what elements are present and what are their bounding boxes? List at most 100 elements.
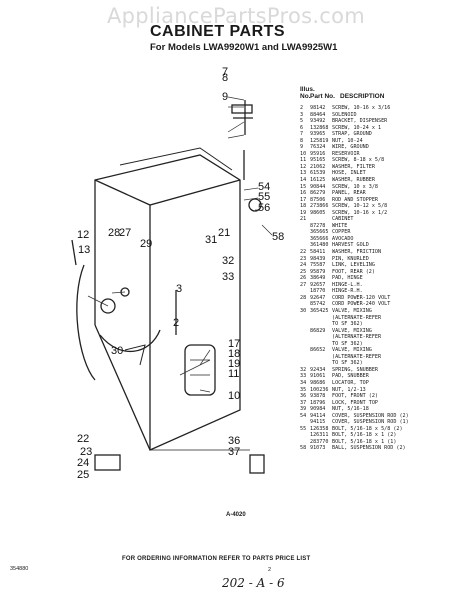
illus-no: 36 (300, 393, 307, 400)
part-description: COVER, SUSPENSION ROD (1) (332, 419, 409, 426)
table-row: TO SF 362) (300, 321, 465, 328)
part-no: 95916 (310, 150, 326, 157)
callout-label: 3 (176, 283, 182, 295)
callout-label: 37 (228, 446, 240, 458)
part-no: 98686 (310, 379, 326, 386)
part-no: 365666 (310, 235, 329, 242)
illus-no: 26 (300, 275, 307, 282)
part-description: FOOT, REAR (2) (332, 268, 375, 275)
header-illus: Illus. (300, 86, 315, 93)
document-number: A-4020 (226, 512, 246, 518)
callout-label: 30 (111, 345, 123, 357)
page-number: 2 (268, 567, 272, 573)
part-description: WASHER, FRICTION (332, 249, 382, 256)
illus-no: 33 (300, 373, 307, 380)
part-description: HINGE-R.H. (332, 288, 363, 295)
suspension-ball-shape (248, 198, 262, 212)
part-no: 125819 (310, 137, 329, 144)
part-no: 126358 (310, 425, 329, 432)
part-no: 90984 (310, 406, 326, 413)
part-description: (ALTERNATE-REFER (332, 353, 382, 360)
callout-label: 19 (228, 358, 240, 370)
reservoir-shape (184, 344, 216, 396)
part-no: 283770 (310, 438, 329, 445)
table-row: TO SF 362) (300, 341, 465, 348)
part-description: CABINET (332, 216, 354, 223)
part-no: 100236 (310, 386, 329, 393)
illus-no: 19 (300, 209, 307, 216)
part-no: 16125 (310, 177, 326, 184)
part-no: 58411 (310, 249, 326, 256)
part-description: SCREW, 10-16 x 1/2 (332, 209, 388, 216)
table-header: Illus. No. Part No. DESCRIPTION (300, 86, 384, 100)
callout-label: 55 (258, 191, 270, 203)
part-no: 87278 (310, 222, 326, 229)
callout-label: 22 (77, 433, 89, 445)
exploded-diagram: 6578954555658121327282931213233323017181… (71, 66, 284, 481)
part-description: BOLT, 5/16-18 x 1 (2) (332, 432, 397, 439)
illus-no: 16 (300, 190, 307, 197)
part-description: PANEL, REAR (332, 190, 366, 197)
illus-no: 23 (300, 255, 307, 262)
part-no: 98605 (310, 209, 326, 216)
illus-no: 7 (300, 131, 304, 138)
part-no: 94114 (310, 412, 326, 419)
part-no: 93965 (310, 131, 326, 138)
illus-no: 34 (300, 379, 307, 386)
callout-label: 2 (173, 317, 179, 329)
part-description: ROD AND STOPPER (332, 196, 379, 203)
callout-label: 56 (258, 202, 270, 214)
callout-label: 25 (77, 469, 89, 481)
part-no: 132868 (310, 124, 329, 131)
part-description: VALVE, MIXING (332, 307, 372, 314)
part-no: 86279 (310, 190, 326, 197)
illus-no: 17 (300, 196, 307, 203)
part-description: BALL, SUSPENSION ROD (2) (332, 445, 406, 452)
part-description: BOLT, 5/16-18 x 1 (1) (332, 438, 397, 445)
front-foot-shape (249, 454, 265, 474)
part-no: 365425 (310, 307, 329, 314)
part-description: WASHER, RUBBER (332, 177, 375, 184)
callout-label: 29 (140, 238, 152, 250)
part-description: BRACKET, DISPENSER (332, 118, 388, 125)
part-description: RESERVOIR (332, 150, 360, 157)
part-no: 92647 (310, 294, 326, 301)
part-description: TO SF 362) (332, 360, 363, 367)
callout-label: 18 (228, 348, 240, 360)
callout-label: 8 (222, 72, 228, 84)
ordering-note: FOR ORDERING INFORMATION REFER TO PARTS … (122, 556, 311, 562)
illus-no: 22 (300, 249, 307, 256)
part-description: BOLT, 5/16-18 x 5/8 (2) (332, 425, 403, 432)
part-no: 95165 (310, 157, 326, 164)
callout-label: 21 (218, 227, 230, 239)
part-description: PAD, HINGE (332, 275, 363, 282)
part-description: SCREW, 10-16 x 3/16 (332, 105, 391, 111)
illus-no: 15 (300, 183, 307, 190)
part-description: HARVEST GOLD (332, 242, 369, 249)
part-description: WHITE (332, 222, 348, 229)
part-description: FOOT, FRONT (2) (332, 393, 379, 400)
callout-label: 27 (119, 227, 131, 239)
part-no: 87506 (310, 196, 326, 203)
part-no: 98439 (310, 255, 326, 262)
part-no: 86652 (310, 347, 326, 354)
part-no: 91073 (310, 445, 326, 452)
